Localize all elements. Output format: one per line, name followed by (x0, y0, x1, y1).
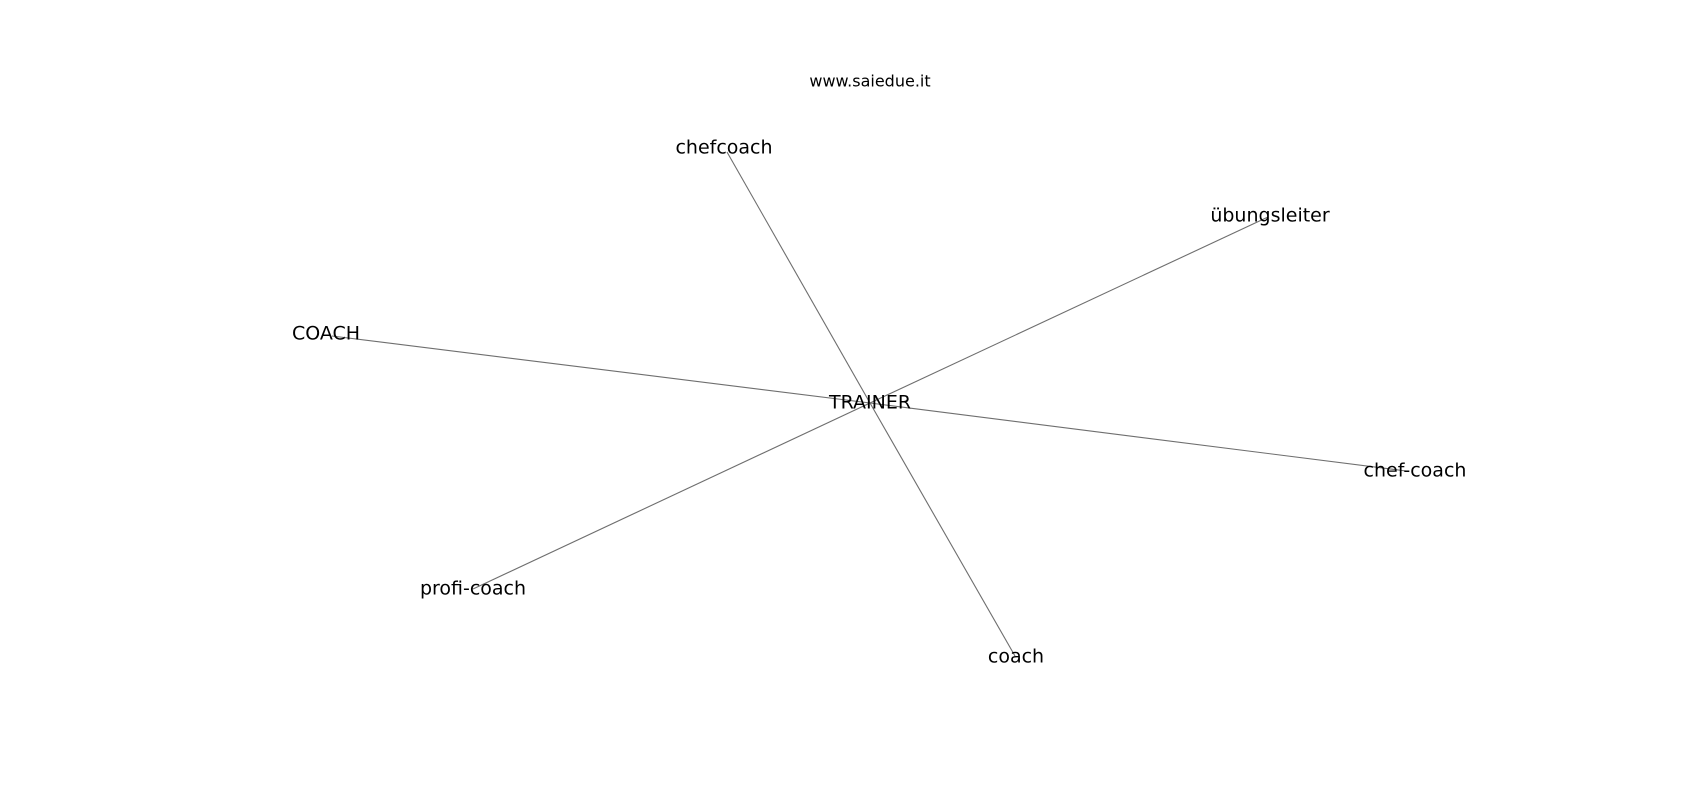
node-ubungsleiter: übungsleiter (1210, 205, 1330, 227)
edges-group (331, 151, 1407, 657)
node-chefcoach: chefcoach (675, 137, 772, 159)
nodes-group: TRAINER chefcoach übungsleiter COACH che… (292, 137, 1467, 668)
edge-trainer-coach-upper (331, 335, 871, 404)
edge-trainer-coach (869, 402, 1016, 657)
edge-trainer-chef-coach (869, 402, 1407, 472)
node-chef-coach: chef-coach (1364, 460, 1467, 482)
node-profi-coach: profi-coach (420, 578, 526, 600)
edge-trainer-ubungsleiter (869, 216, 1269, 404)
edge-trainer-profi-coach (472, 402, 871, 590)
node-coach-upper: COACH (292, 323, 360, 345)
credit-label: www.saiedue.it (809, 72, 930, 91)
edge-trainer-chefcoach (726, 151, 871, 404)
node-trainer: TRAINER (828, 392, 911, 414)
node-coach: coach (988, 646, 1044, 668)
